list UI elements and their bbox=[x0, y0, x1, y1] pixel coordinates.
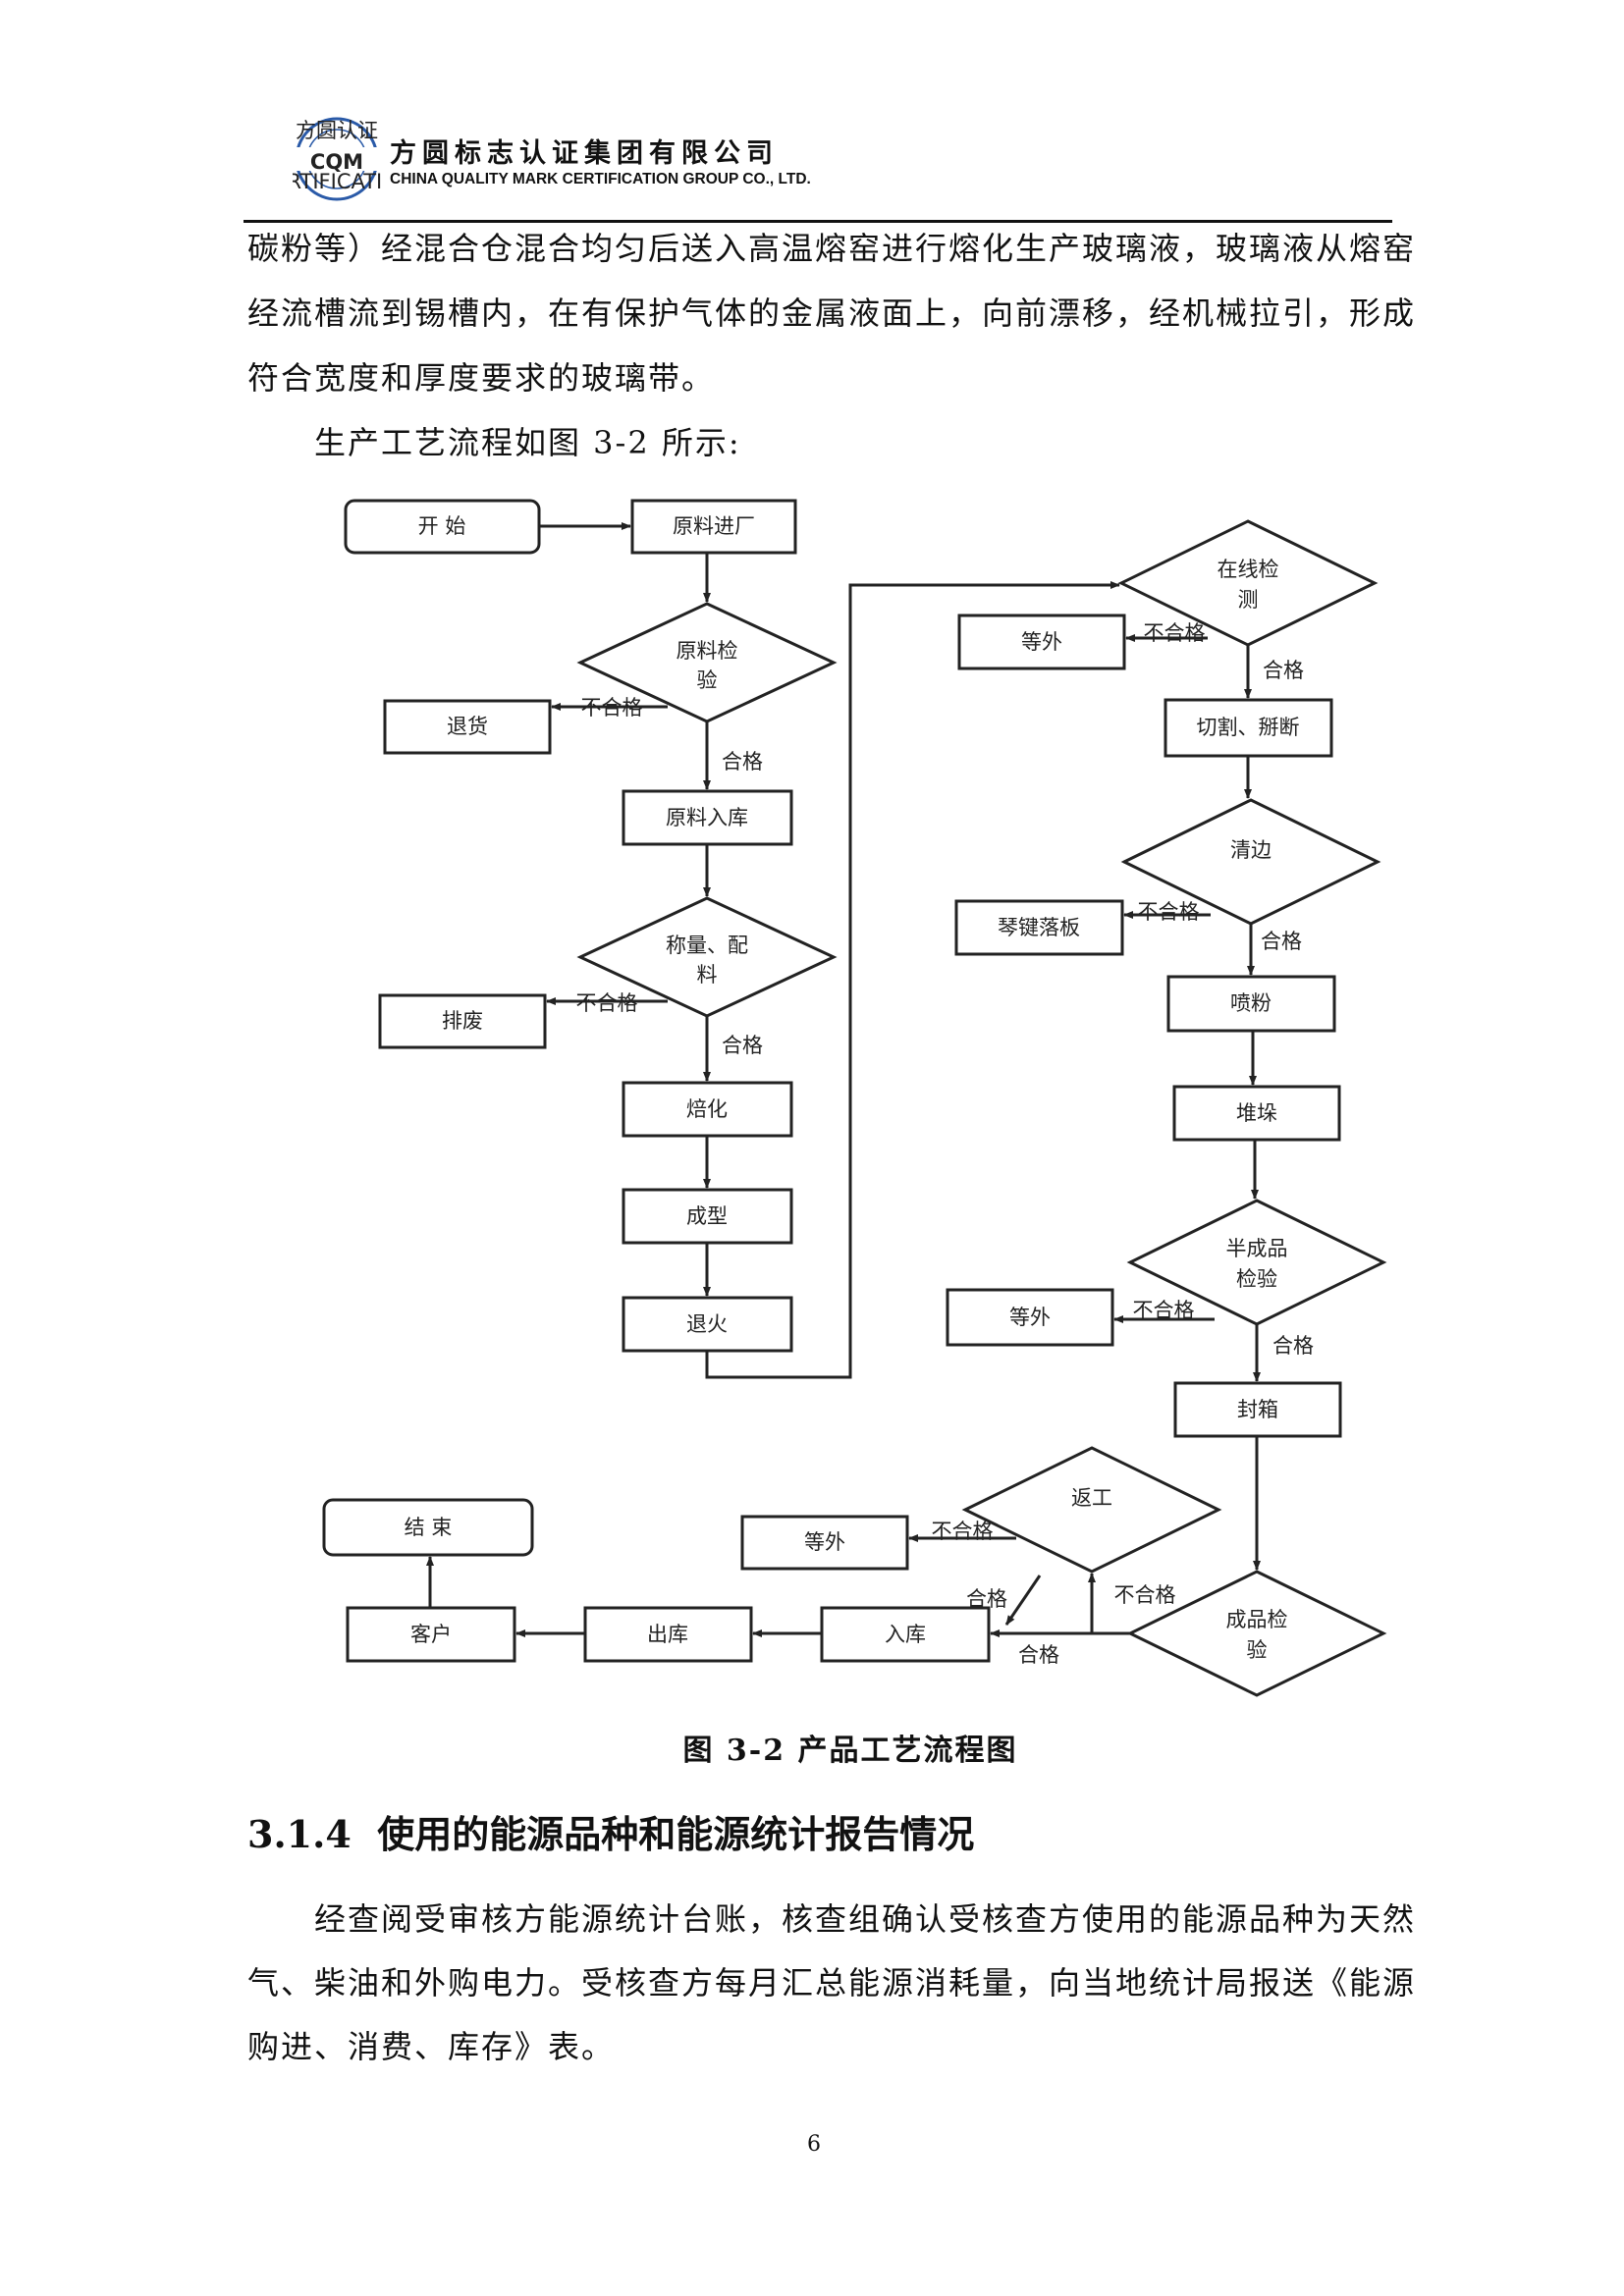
svg-text:CQM: CQM bbox=[310, 150, 363, 174]
svg-text:返工: 返工 bbox=[1071, 1486, 1112, 1510]
key-drop-board-node: 琴键落板 bbox=[954, 899, 1124, 956]
powder-spray-node: 喷粉 bbox=[1166, 975, 1336, 1033]
stacking-node: 堆垛 bbox=[1172, 1085, 1341, 1142]
fail-label: 不合格 bbox=[1133, 1299, 1195, 1322]
section-heading: 3.1.4 使用的能源品种和能源统计报告情况 bbox=[247, 1812, 975, 1856]
svg-text:琴键落板: 琴键落板 bbox=[998, 916, 1080, 939]
annealing-node: 退火 bbox=[622, 1296, 793, 1353]
body-text-line: 碳粉等）经混合仓混合均匀后送入高温熔窑进行熔化生产玻璃液，玻璃液从熔窑 bbox=[247, 230, 1417, 267]
svg-text:入库: 入库 bbox=[885, 1623, 926, 1646]
svg-text:结 束: 结 束 bbox=[405, 1516, 453, 1539]
forming-node: 成型 bbox=[622, 1188, 793, 1245]
svg-text:排废: 排废 bbox=[442, 1009, 483, 1033]
fail-label: 不合格 bbox=[1114, 1583, 1176, 1607]
svg-text:称量、配: 称量、配 bbox=[666, 934, 748, 957]
pass-label: 合格 bbox=[1018, 1643, 1059, 1667]
pass-label: 合格 bbox=[1272, 1334, 1314, 1358]
substandard-node: 等外 bbox=[946, 1288, 1114, 1347]
svg-text:成品检: 成品检 bbox=[1226, 1608, 1288, 1631]
svg-text:等外: 等外 bbox=[1009, 1306, 1051, 1329]
svg-text:切割、掰断: 切割、掰断 bbox=[1197, 716, 1300, 739]
svg-text:喷粉: 喷粉 bbox=[1230, 991, 1272, 1015]
pass-label: 合格 bbox=[722, 1034, 763, 1057]
fail-label: 不合格 bbox=[581, 696, 643, 720]
svg-text:退火: 退火 bbox=[686, 1312, 728, 1336]
svg-text:成型: 成型 bbox=[686, 1204, 728, 1228]
warehouse-out-node: 出库 bbox=[583, 1606, 753, 1663]
warehouse-in-node: 入库 bbox=[820, 1606, 991, 1663]
flow-connectors bbox=[426, 522, 1261, 1637]
header-divider bbox=[244, 220, 1392, 223]
end-node: 结 束 bbox=[322, 1498, 534, 1557]
figure-caption: 图 3-2 产品工艺流程图 bbox=[682, 1734, 1018, 1768]
pass-label: 合格 bbox=[722, 750, 763, 774]
fail-label: 不合格 bbox=[932, 1520, 994, 1543]
pass-label: 合格 bbox=[1261, 930, 1302, 953]
svg-text:等外: 等外 bbox=[1021, 630, 1062, 654]
svg-text:开 始: 开 始 bbox=[418, 514, 466, 538]
body-text-line: 符合宽度和厚度要求的玻璃带。 bbox=[247, 359, 716, 397]
intro-text: 生产工艺流程如图 3-2 所示: bbox=[314, 424, 741, 461]
discharge-waste-node: 排废 bbox=[378, 993, 547, 1049]
fail-label: 不合格 bbox=[576, 991, 638, 1015]
sealing-box-node: 封箱 bbox=[1173, 1381, 1342, 1438]
substandard-node: 等外 bbox=[740, 1515, 909, 1571]
svg-text:客户: 客户 bbox=[410, 1623, 452, 1646]
pass-label: 合格 bbox=[1263, 659, 1304, 682]
svg-text:原料检: 原料检 bbox=[677, 639, 738, 663]
company-name-cn: 方圆标志认证集团有限公司 bbox=[390, 138, 779, 169]
cutting-breaking-node: 切割、掰断 bbox=[1164, 698, 1333, 758]
weighing-batching-decision: 称量、配料 bbox=[576, 896, 838, 1018]
svg-text:测: 测 bbox=[1238, 588, 1259, 612]
svg-text:在线检: 在线检 bbox=[1218, 558, 1279, 581]
body-text-line: 气、柴油和外购电力。受核查方每月汇总能源消耗量，向当地统计局报送《能源 bbox=[247, 1964, 1417, 2002]
fail-label: 不合格 bbox=[1144, 621, 1206, 645]
svg-text:验: 验 bbox=[1247, 1638, 1268, 1662]
svg-text:堆垛: 堆垛 bbox=[1236, 1101, 1277, 1125]
fail-label: 不合格 bbox=[1138, 900, 1200, 924]
svg-text:检验: 检验 bbox=[1236, 1267, 1277, 1291]
raw-material-intake-node: 原料进厂 bbox=[630, 499, 797, 555]
body-text-line: 购进、消费、库存》表。 bbox=[247, 2028, 616, 2065]
raw-material-storage-node: 原料入库 bbox=[622, 789, 793, 846]
svg-text:焙化: 焙化 bbox=[686, 1097, 728, 1121]
svg-text:原料入库: 原料入库 bbox=[666, 806, 748, 829]
page-number: 6 bbox=[807, 2132, 821, 2157]
edge-trim-decision: 清边 bbox=[1120, 798, 1381, 926]
melting-node: 焙化 bbox=[622, 1081, 793, 1138]
svg-text:等外: 等外 bbox=[804, 1530, 845, 1554]
svg-text:退货: 退货 bbox=[447, 715, 488, 738]
body-text-line: 经查阅受审核方能源统计台账，核查组确认受核查方使用的能源品种为天然 bbox=[314, 1900, 1417, 1938]
svg-text:半成品: 半成品 bbox=[1226, 1237, 1288, 1260]
svg-text:料: 料 bbox=[697, 963, 718, 987]
rework-decision: 返工 bbox=[961, 1446, 1222, 1574]
svg-text:方圆认证: 方圆认证 bbox=[296, 119, 378, 142]
substandard-node: 等外 bbox=[957, 614, 1126, 670]
start-node: 开 始 bbox=[344, 499, 541, 555]
svg-text:原料进厂: 原料进厂 bbox=[673, 514, 755, 538]
svg-text:封箱: 封箱 bbox=[1237, 1398, 1278, 1421]
svg-text:验: 验 bbox=[697, 668, 718, 692]
body-text-line: 经流槽流到锡槽内，在有保护气体的金属液面上，向前漂移，经机械拉引，形成 bbox=[247, 294, 1417, 332]
svg-text:出库: 出库 bbox=[647, 1623, 688, 1646]
company-name-en: CHINA QUALITY MARK CERTIFICATION GROUP C… bbox=[390, 171, 811, 187]
svg-text:清边: 清边 bbox=[1230, 838, 1272, 862]
return-goods-node: 退货 bbox=[383, 699, 552, 755]
customer-node: 客户 bbox=[346, 1606, 516, 1663]
